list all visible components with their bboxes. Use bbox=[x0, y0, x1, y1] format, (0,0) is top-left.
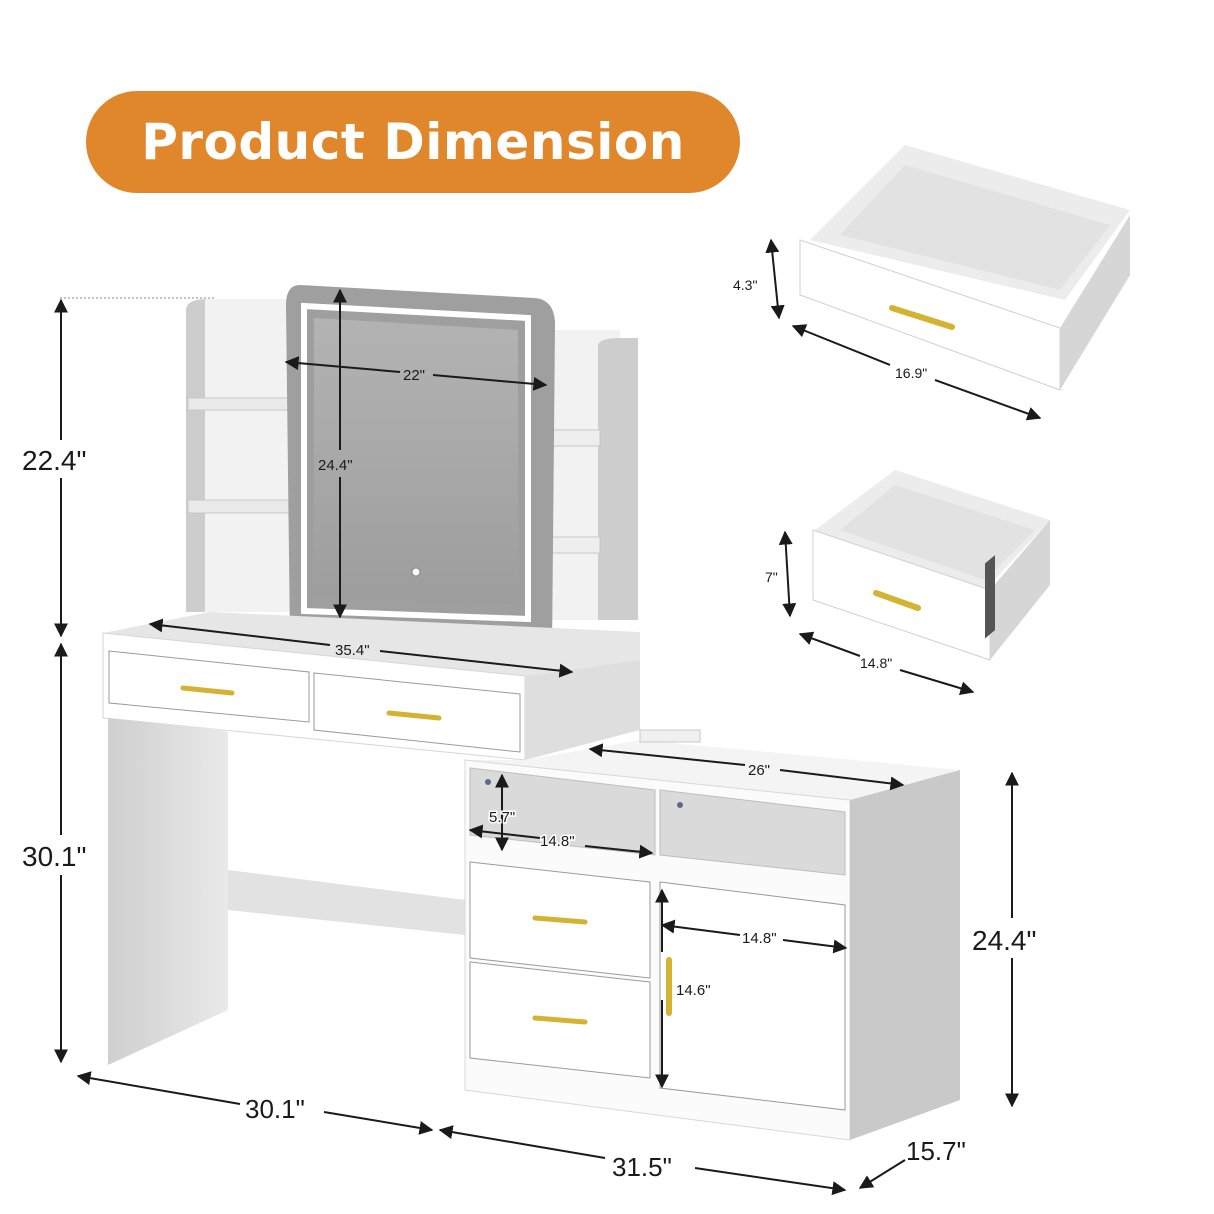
cabinet-top-width-label: 26" bbox=[748, 762, 770, 779]
cabinet-depth-label: 15.7" bbox=[906, 1136, 966, 1166]
handle-icon bbox=[532, 915, 588, 925]
desk-drawer-left[interactable] bbox=[108, 650, 310, 723]
page-title: Product Dimension bbox=[141, 113, 685, 171]
handle-icon bbox=[532, 1015, 588, 1025]
cabinet-door[interactable] bbox=[659, 881, 846, 1111]
drawer-large-width-label: 16.9" bbox=[895, 365, 927, 381]
touch-button-icon[interactable] bbox=[411, 567, 421, 577]
drawer-large-inset bbox=[799, 145, 1130, 391]
handle-icon bbox=[889, 305, 955, 330]
open-shelf-width-label: 14.8" bbox=[540, 833, 575, 850]
desktop-width-label: 35.4" bbox=[335, 642, 370, 659]
product-dimension-banner: Product Dimension bbox=[86, 91, 740, 193]
cabinet-width-label: 31.5" bbox=[612, 1152, 672, 1182]
desk-height-label: 30.1" bbox=[22, 841, 86, 872]
drawer-large-height-label: 4.3" bbox=[733, 277, 757, 293]
door-height-label: 14.6" bbox=[676, 982, 711, 999]
desk-base-width-label: 30.1" bbox=[245, 1094, 305, 1124]
hutch bbox=[186, 285, 638, 650]
drawer-small-height-label: 7" bbox=[765, 569, 778, 585]
cabinet-height-label: 24.4" bbox=[972, 925, 1036, 956]
led-mirror bbox=[286, 285, 555, 650]
door-width-label: 14.8" bbox=[742, 930, 777, 947]
desk-drawer-right[interactable] bbox=[313, 672, 521, 753]
mirror-width-label: 22" bbox=[403, 367, 425, 384]
handle-icon bbox=[873, 590, 921, 611]
drawer-small-width-label: 14.8" bbox=[860, 655, 892, 671]
power-outlet-icon bbox=[639, 729, 701, 743]
open-shelf-height-label: 5.7" bbox=[489, 809, 515, 826]
handle-icon bbox=[180, 685, 235, 696]
mirror-height-label: 24.4" bbox=[318, 457, 353, 474]
handle-icon bbox=[386, 710, 442, 721]
side-cabinet bbox=[464, 729, 960, 1141]
dimension-lines bbox=[54, 238, 1042, 1196]
desk bbox=[102, 612, 640, 1065]
drawer-small-inset bbox=[812, 470, 1050, 661]
hutch-height-label: 22.4" bbox=[22, 445, 86, 476]
